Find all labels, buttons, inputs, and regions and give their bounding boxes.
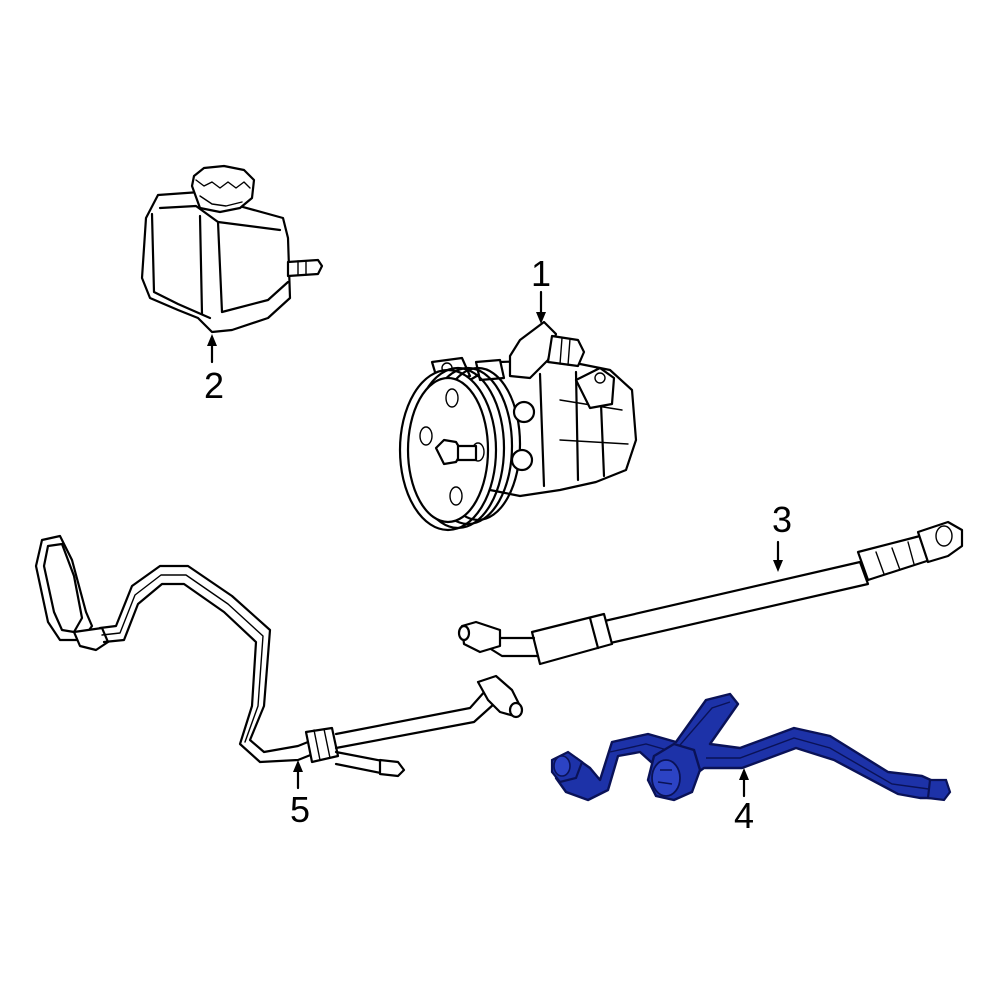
callout-2-label: 2 (204, 365, 224, 406)
power-steering-pump[interactable] (398, 320, 638, 532)
return-hose[interactable] (550, 692, 952, 802)
callout-4-label: 4 (734, 795, 754, 836)
return-line[interactable] (34, 534, 524, 778)
callout-2: 2 (204, 334, 224, 406)
callout-5-label: 5 (290, 789, 310, 830)
callout-4: 4 (734, 768, 754, 836)
pressure-hose[interactable] (457, 520, 964, 666)
callout-1-label: 1 (531, 253, 551, 294)
callout-1: 1 (531, 253, 551, 324)
reservoir[interactable] (140, 164, 324, 334)
callout-3: 3 (772, 499, 792, 572)
callout-5: 5 (290, 760, 310, 830)
callout-3-label: 3 (772, 499, 792, 540)
